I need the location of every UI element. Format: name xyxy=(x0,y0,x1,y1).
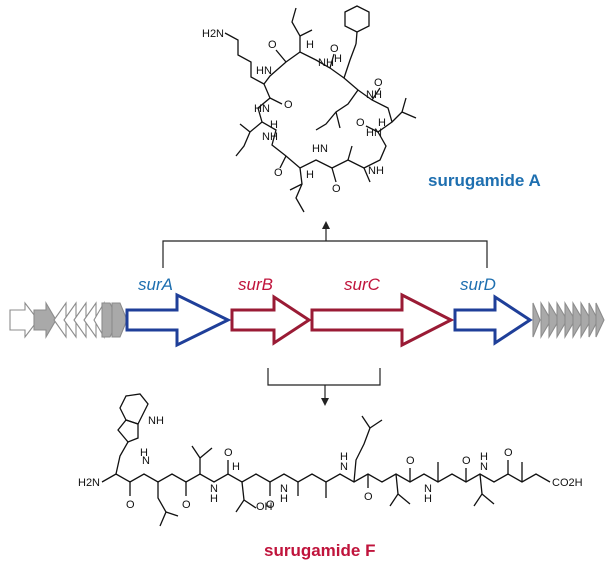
atom-label: N xyxy=(210,483,218,495)
atom-label: OH xyxy=(256,501,273,513)
atom-label: N xyxy=(280,483,288,495)
atom-label: O xyxy=(330,43,339,55)
atom-label: O xyxy=(182,499,191,511)
connector-to-f xyxy=(267,368,381,398)
atom-label: NH xyxy=(148,415,164,427)
atom-label: N xyxy=(424,483,432,495)
atom-label: CO2H xyxy=(552,477,583,489)
flanking-genes-left xyxy=(9,300,128,340)
atom-label: O xyxy=(126,499,135,511)
gene-arrow-surb xyxy=(230,294,312,346)
gene-label-surd: surD xyxy=(460,275,496,294)
atom-label: H xyxy=(378,117,386,129)
surugamide-a-structure xyxy=(224,5,417,213)
atom-label: HN xyxy=(256,65,272,77)
gene-arrow-sura xyxy=(125,292,232,348)
atom-label: O xyxy=(224,447,233,459)
atom-label: NH xyxy=(366,89,382,101)
gene-label-surc: surC xyxy=(344,275,381,294)
atom-label: HN xyxy=(254,103,270,115)
atom-label: H xyxy=(480,451,488,463)
atom-label: N xyxy=(142,455,150,467)
atom-label: O xyxy=(356,117,365,129)
atom-label: HN xyxy=(312,143,328,155)
gene-label-sura: surA xyxy=(138,275,173,294)
atom-label: H xyxy=(424,493,432,505)
atom-label: O xyxy=(274,167,283,179)
atom-label: H xyxy=(306,169,314,181)
atom-label: H xyxy=(280,493,288,505)
surugamide-f-atom-labels: H2N N H NH N H H N H N H N H N H OH CO2H… xyxy=(78,415,583,513)
gene-arrow-surc xyxy=(310,292,455,348)
atom-label: H xyxy=(306,39,314,51)
flanking-genes-right xyxy=(532,300,605,340)
atom-label: H xyxy=(270,119,278,131)
surugamide-f-structure xyxy=(101,393,551,527)
atom-label: O xyxy=(364,491,373,503)
gene-label-surb: surB xyxy=(238,275,273,294)
surugamide-a-atom-labels: H2N HN HN NH HN NH HN NH NH H H H H H O … xyxy=(202,28,386,195)
atom-label: O xyxy=(374,77,383,89)
atom-label: O xyxy=(268,39,277,51)
atom-label: N xyxy=(480,461,488,473)
atom-label: H2N xyxy=(78,477,100,489)
atom-label: H xyxy=(232,461,240,473)
atom-label: O xyxy=(504,447,513,459)
atom-label: H xyxy=(334,53,342,65)
atom-label: O xyxy=(332,183,341,195)
connector-to-a xyxy=(162,228,488,268)
atom-label: H xyxy=(140,447,148,459)
atom-label: O xyxy=(462,455,471,467)
arrowhead-up xyxy=(322,221,330,229)
atom-label: HN xyxy=(366,127,382,139)
atom-label: H xyxy=(340,451,348,463)
atom-label: NH xyxy=(368,165,384,177)
atom-label: H xyxy=(210,493,218,505)
gene-cluster: surA surB surC surD xyxy=(9,275,605,348)
atom-label: N xyxy=(340,461,348,473)
atom-label: O xyxy=(284,99,293,111)
atom-label: NH xyxy=(262,131,278,143)
arrowhead-down xyxy=(321,398,329,406)
atom-label: O xyxy=(266,499,275,511)
compound-name-surugamide-f: surugamide F xyxy=(264,541,375,560)
atom-label: O xyxy=(406,455,415,467)
atom-label: NH xyxy=(318,57,334,69)
atom-label: H2N xyxy=(202,28,224,40)
gene-arrow-surd xyxy=(453,294,533,346)
compound-name-surugamide-a: surugamide A xyxy=(428,171,541,190)
